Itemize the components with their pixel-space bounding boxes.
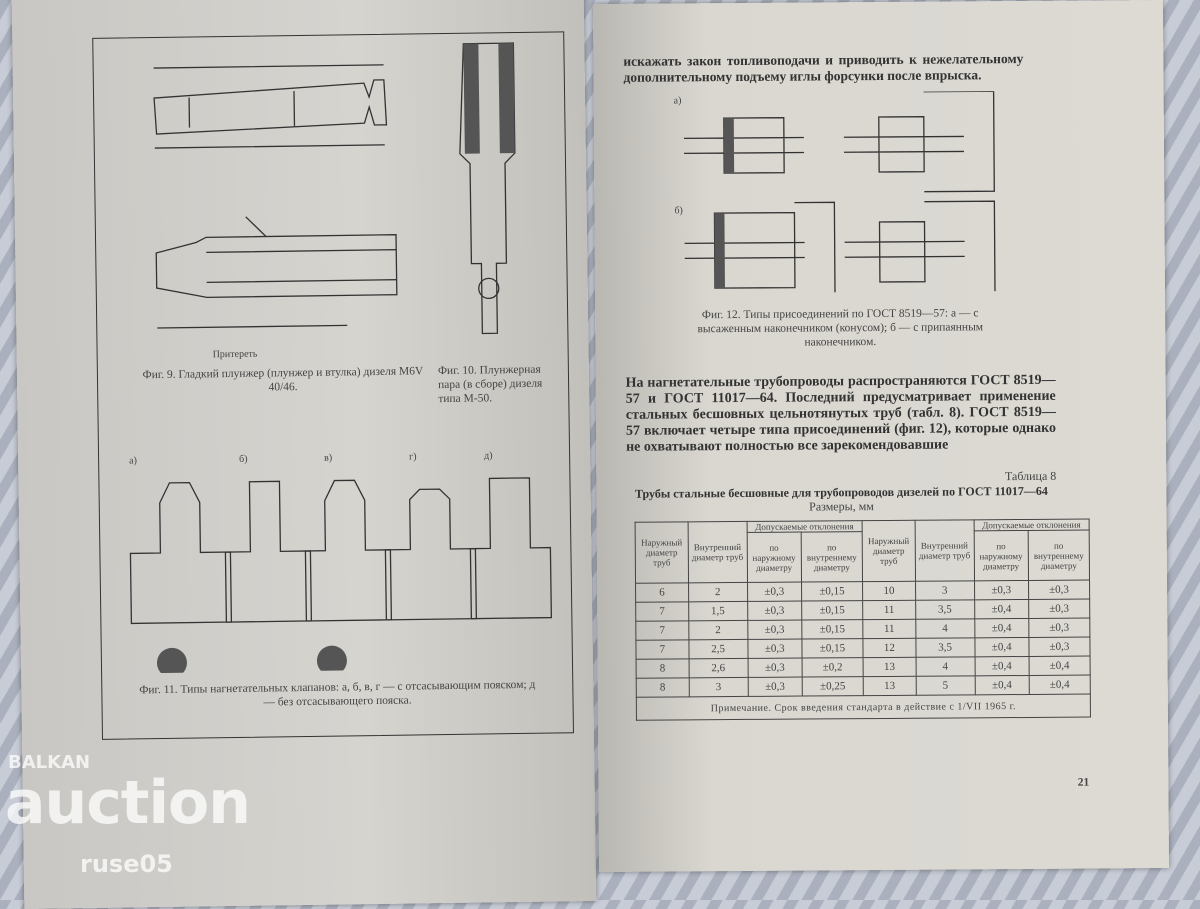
table-cell: ±0,3 [1028,599,1090,619]
fig11-label-a: а) [129,455,137,466]
fig9-caption: Фиг. 9. Гладкий плунжер (плунжер и втулк… [142,365,424,394]
table-cell: 13 [863,657,916,677]
table-cell: ±0,3 [974,580,1029,600]
table-cell: 1,5 [688,601,748,621]
fig12-caption: Фиг. 12. Типы присоединений по ГОСТ 8519… [697,307,984,349]
table-cell: ±0,15 [801,581,863,602]
figure-frame: Притереть Фиг. 9. Гладкий плунжер (плунж… [92,31,574,740]
right-page: искажать закон топливоподачи и приводить… [592,0,1170,872]
table-number: Таблица 8 [1004,468,1057,484]
table-cell: ±0,3 [747,677,803,697]
table-cell: ±0,3 [747,639,802,659]
th-outer: Наружный диаметр труб [635,521,689,584]
table-cell: 12 [862,638,916,658]
table-cell: ±0,3 [747,658,803,678]
watermark-line2: auction [5,768,251,838]
table-cell: 3,5 [915,637,975,658]
table-cell: 2 [688,582,748,602]
table-cell: 8 [636,658,689,679]
table-cell: ±0,25 [802,676,864,697]
fig11-label-g: г) [409,451,417,462]
th-tol-inner: по внутреннему диаметру [801,531,863,583]
watermark-line1: BALKAN [8,752,91,773]
table-cell: ±0,4 [1029,675,1091,695]
fig11-drawing: а) б) в) г) д) [129,450,553,674]
watermark-line3: ruse05 [80,850,173,878]
fig10-caption: Фиг. 10. Плунжерная пара (в сборе) дизел… [437,363,543,406]
table-cell: ±0,4 [974,656,1030,676]
pipe-table: Наружный диаметр труб Внутренний диаметр… [635,519,1091,721]
table-cell: ±0,15 [801,619,863,640]
table-note: Примечание. Срок введения стандарта в де… [636,694,1091,721]
paragraph: На нагнетательные трубопроводы распростр… [625,372,1057,455]
fig9-drawing: Притереть [153,42,516,361]
table-cell: ±0,4 [974,599,1029,619]
table-cell: 7 [635,601,689,622]
table-cell: ±0,15 [801,600,863,621]
table-cell: ±0,4 [974,637,1029,657]
table-cell: 4 [915,618,975,639]
fig11-label-b: б) [239,454,248,465]
table-cell: ±0,4 [974,675,1030,695]
table-cell: 2 [688,620,748,640]
fig11-caption: Фиг. 11. Типы нагнетательных клапанов: а… [139,678,536,709]
table-cell: 2,6 [688,658,748,678]
fig12-drawing: а) б) [674,90,996,294]
th-tol-outer-2: по наружному диаметру [973,530,1029,581]
table-cell: ±0,15 [801,638,864,659]
table-cell: 8 [636,677,690,698]
table-cell: ±0,3 [1028,618,1090,638]
fig12-label-b: б) [674,205,682,216]
th-tolerance: Допускаемые отклонения [746,520,863,533]
table-cell: ±0,3 [1028,580,1090,600]
th-outer-2: Наружный диаметр труб [862,520,916,582]
table-cell: 10 [862,581,916,601]
table-cell: ±0,3 [747,601,802,621]
table-cell: 5 [915,675,975,696]
fig11-label-d: д) [484,450,493,461]
table-cell: 11 [862,600,916,620]
table-cell: ±0,4 [1028,656,1091,676]
fig11-label-v: в) [324,453,332,464]
table-cell: 4 [915,656,975,677]
th-tol-outer: по наружному диаметру [746,532,802,583]
table-cell: 7 [635,620,689,641]
table-cell: ±0,3 [747,620,802,640]
table-cell: 7 [635,639,689,660]
th-inner-2: Внутренний диаметр труб [914,519,975,582]
th-tol-inner-2: по внутреннему диаметру [1028,530,1090,581]
table-cell: ±0,2 [801,657,864,678]
table-cell: ±0,3 [1028,637,1091,657]
table-cell: 13 [863,676,917,696]
table-cell: 3,5 [915,599,975,620]
table-cell: ±0,4 [974,618,1029,638]
page-number: 21 [1077,776,1090,789]
table-cell: 11 [862,619,916,639]
table-cell: 2,5 [688,639,748,659]
table-cell: 3 [915,580,975,601]
fig12-label-a: а) [674,95,682,106]
fig9-note: Притереть [213,349,258,361]
table-units: Размеры, мм [809,499,874,514]
left-page: Притереть Фиг. 9. Гладкий плунжер (плунж… [11,0,597,909]
th-tolerance-2: Допускаемые отклонения [973,519,1090,531]
table-cell: 6 [635,582,689,603]
th-inner: Внутренний диаметр труб [687,521,748,583]
intro-text: искажать закон топливоподачи и приводить… [623,50,1024,85]
table-cell: 3 [688,677,748,697]
table-cell: ±0,3 [747,582,802,602]
